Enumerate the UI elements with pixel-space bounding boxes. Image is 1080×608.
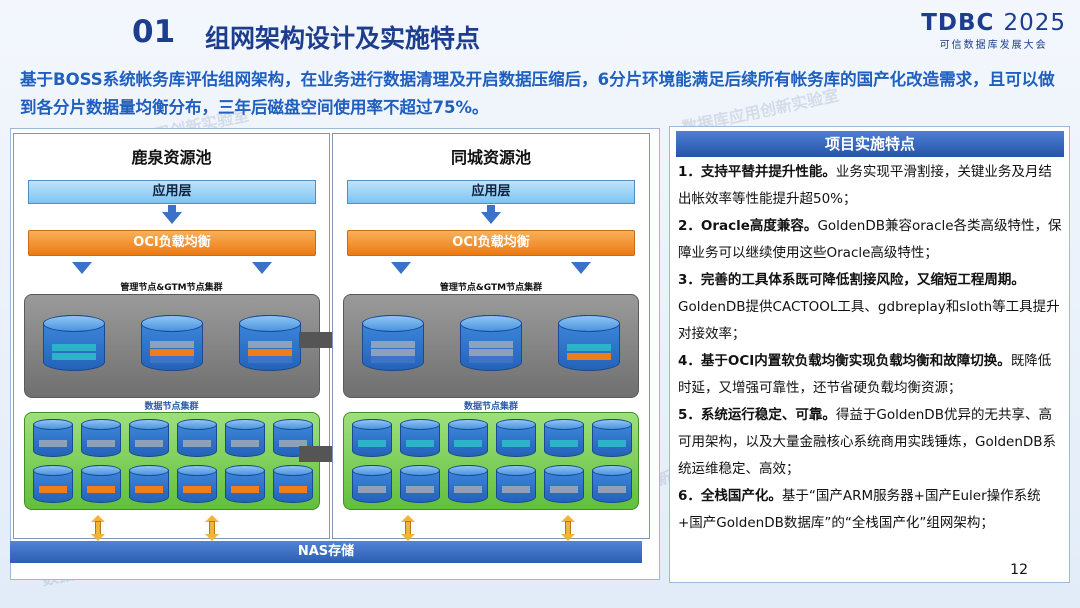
page-number: 12 — [1010, 562, 1028, 578]
data-node-cluster — [343, 412, 639, 510]
database-icon — [239, 315, 301, 371]
database-icon — [400, 419, 440, 457]
database-icon — [448, 419, 488, 457]
database-icon — [225, 419, 265, 457]
flow-arrow — [487, 205, 495, 213]
oci-load-balancer: OCI负载均衡 — [347, 230, 635, 256]
features-list: 1．支持平替并提升性能。业务实现平滑割接，关键业务及月结出帐效率等性能提升超50… — [678, 159, 1062, 537]
down-arrow-icon — [252, 262, 272, 274]
database-icon — [558, 315, 620, 371]
database-icon — [592, 465, 632, 503]
mgmt-gtm-cluster — [24, 294, 320, 398]
feature-lead: 5．系统运行稳定、可靠。 — [678, 407, 836, 423]
data-cluster-label: 数据节点集群 — [463, 402, 518, 412]
mgmt-cluster-label: 管理节点&GTM节点集群 — [439, 283, 543, 293]
database-icon — [141, 315, 203, 371]
database-icon — [352, 465, 392, 503]
down-arrow-icon — [72, 262, 92, 274]
mgmt-cluster-label: 管理节点&GTM节点集群 — [120, 283, 223, 293]
summary-text: 基于BOSS系统帐务库评估组网架构，在业务进行数据清理及开启数据压缩后，6分片环… — [20, 70, 1055, 117]
database-icon — [33, 419, 73, 457]
database-icon — [129, 419, 169, 457]
backup-arrow-icon — [401, 515, 415, 541]
title-bar: 01 组网架构设计及实施特点 TDBC 2025 可信数据库发展大会 — [0, 0, 1080, 64]
feature-item: 2．Oracle高度兼容。GoldenDB兼容oracle各类高级特性，保障业务… — [678, 213, 1062, 267]
logo-subtitle: 可信数据库发展大会 — [939, 40, 1048, 51]
features-header: 项目实施特点 — [676, 131, 1064, 157]
backup-arrow-icon — [561, 515, 575, 541]
features-panel: 项目实施特点 1．支持平替并提升性能。业务实现平滑割接，关键业务及月结出帐效率等… — [669, 126, 1070, 583]
feature-text: GoldenDB兼容oracle各类高级特性，保障业务可以继续使用这些Oracl… — [678, 218, 1062, 261]
down-arrow-icon — [571, 262, 591, 274]
feature-lead: 4．基于OCI内置软负载均衡实现负载均衡和故障切换。 — [678, 353, 1011, 369]
feature-lead: 1．支持平替并提升性能。 — [678, 164, 836, 180]
feature-lead: 3．完善的工具体系既可降低割接风险，又缩短工程周期。 — [678, 272, 1025, 288]
conference-logo: TDBC 2025 可信数据库发展大会 — [921, 10, 1066, 51]
resource-pool-tongcheng: 同城资源池 应用层 OCI负载均衡 管理节点&GTM节点集群 数据节点集群 — [332, 133, 650, 539]
backup-arrow-icon — [205, 515, 219, 541]
pool-title: 鹿泉资源池 — [131, 148, 212, 167]
database-icon — [544, 419, 584, 457]
database-icon — [81, 465, 121, 503]
down-arrow-icon — [481, 212, 501, 224]
data-cluster-label: 数据节点集群 — [144, 402, 199, 412]
database-icon — [496, 465, 536, 503]
mgmt-gtm-cluster — [343, 294, 639, 398]
logo-brand: TDBC — [921, 10, 995, 36]
feature-text: 既降低时延，又增强可靠性，还节省硬负载均衡资源； — [678, 353, 1052, 396]
feature-text: 得益于GoldenDB优异的无共享、高可用架构，以及大量金融核心系统商用实践锤炼… — [678, 407, 1057, 477]
database-icon — [43, 315, 105, 371]
database-icon — [177, 419, 217, 457]
architecture-diagram: 鹿泉资源池 应用层 OCI负载均衡 管理节点&GTM节点集群 数据节点集群 — [10, 128, 660, 580]
feature-text: 基于“国产ARM服务器+国产Euler操作系统+国产GoldenDB数据库”的“… — [678, 488, 1041, 531]
feature-item: 1．支持平替并提升性能。业务实现平滑割接，关键业务及月结出帐效率等性能提升超50… — [678, 159, 1062, 213]
backup-arrow-icon — [91, 515, 105, 541]
database-icon — [273, 465, 313, 503]
resource-pool-luquan: 鹿泉资源池 应用层 OCI负载均衡 管理节点&GTM节点集群 数据节点集群 — [13, 133, 330, 539]
feature-text: 业务实现平滑割接，关键业务及月结出帐效率等性能提升超50%； — [678, 164, 1052, 207]
down-arrow-icon — [391, 262, 411, 274]
slide-title: 组网架构设计及实施特点 — [205, 24, 481, 53]
feature-lead: 6．全栈国产化。 — [678, 488, 782, 504]
feature-item: 3．完善的工具体系既可降低割接风险，又缩短工程周期。 GoldenDB提供CACT… — [678, 267, 1062, 348]
database-icon — [400, 465, 440, 503]
pool-title: 同城资源池 — [450, 148, 531, 167]
feature-item: 6．全栈国产化。基于“国产ARM服务器+国产Euler操作系统+国产Golden… — [678, 483, 1062, 537]
database-icon — [460, 315, 522, 371]
flow-arrow — [168, 205, 176, 213]
app-layer: 应用层 — [347, 180, 635, 204]
nas-storage: NAS存储 — [10, 541, 642, 563]
database-icon — [177, 465, 217, 503]
database-icon — [129, 465, 169, 503]
logo-year: 2025 — [1003, 10, 1066, 36]
database-icon — [362, 315, 424, 371]
oci-load-balancer: OCI负载均衡 — [28, 230, 316, 256]
feature-text: GoldenDB提供CACTOOL工具、gdbreplay和sloth等工具提升… — [678, 299, 1060, 342]
down-arrow-icon — [162, 212, 182, 224]
database-icon — [352, 419, 392, 457]
feature-lead: 2．Oracle高度兼容。 — [678, 218, 818, 234]
section-number: 01 — [132, 14, 176, 50]
database-icon — [496, 419, 536, 457]
feature-item: 5．系统运行稳定、可靠。得益于GoldenDB优异的无共享、高可用架构，以及大量… — [678, 402, 1062, 483]
database-icon — [225, 465, 265, 503]
data-node-cluster — [24, 412, 320, 510]
feature-item: 4．基于OCI内置软负载均衡实现负载均衡和故障切换。既降低时延，又增强可靠性，还… — [678, 348, 1062, 402]
database-icon — [33, 465, 73, 503]
logo-main: TDBC 2025 — [921, 10, 1066, 36]
database-icon — [592, 419, 632, 457]
database-icon — [81, 419, 121, 457]
app-layer: 应用层 — [28, 180, 316, 204]
database-icon — [448, 465, 488, 503]
database-icon — [544, 465, 584, 503]
